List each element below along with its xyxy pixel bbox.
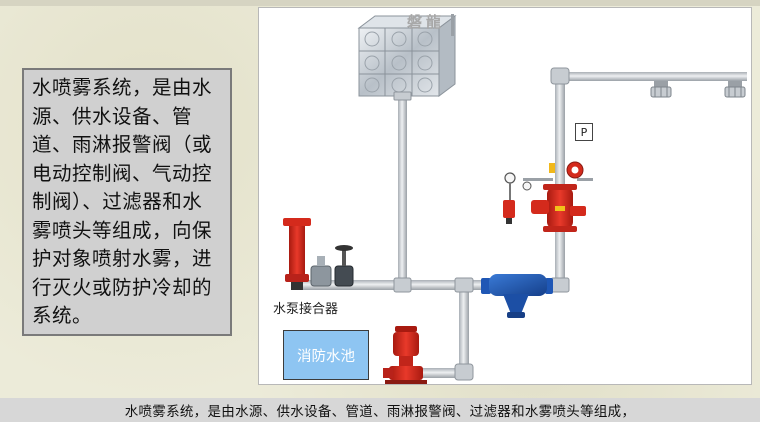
deluge-valve-icon: [531, 184, 586, 232]
pipe-network: [291, 72, 747, 378]
system-diagram: 磐龍 P 水泵接合器 消防水池: [258, 7, 752, 385]
spray-nozzle-icon: [724, 81, 746, 98]
piping-schematic: [283, 14, 747, 384]
solenoid-valve-icon: [549, 161, 584, 179]
water-tank-icon: [357, 14, 457, 97]
caption-bar: 水喷雾系统，是由水源、供水设备、管道、雨淋报警阀、过滤器和水雾喷头等组成，: [0, 398, 760, 422]
watermark-logo: 磐龍: [407, 13, 446, 31]
pump-connector-icon: [283, 218, 311, 290]
spray-nozzle-icon: [650, 81, 672, 98]
fire-pump-icon: [383, 326, 427, 384]
check-valve-icon: [310, 256, 332, 287]
pump-connector-label: 水泵接合器: [273, 302, 339, 317]
pressure-label: P: [575, 123, 593, 141]
pressure-gauge-icon: [504, 172, 532, 201]
caption-text: 水喷雾系统，是由水源、供水设备、管道、雨淋报警阀、过滤器和水雾喷头等组成，: [124, 404, 636, 420]
description-text: 水喷雾系统，是由水源、供水设备、管道、雨淋报警阀（或电动控制阀、气动控制阀）、过…: [32, 76, 213, 327]
fire-pool-label: 消防水池: [283, 330, 369, 380]
strainer-icon: [481, 274, 553, 318]
alarm-pressure-switch-icon: [503, 200, 515, 224]
description-panel: 水喷雾系统，是由水源、供水设备、管道、雨淋报警阀（或电动控制阀、气动控制阀）、过…: [22, 68, 232, 336]
pipe-joints: [393, 67, 570, 381]
top-strip: [0, 0, 760, 6]
gate-valve-icon: [334, 245, 354, 287]
